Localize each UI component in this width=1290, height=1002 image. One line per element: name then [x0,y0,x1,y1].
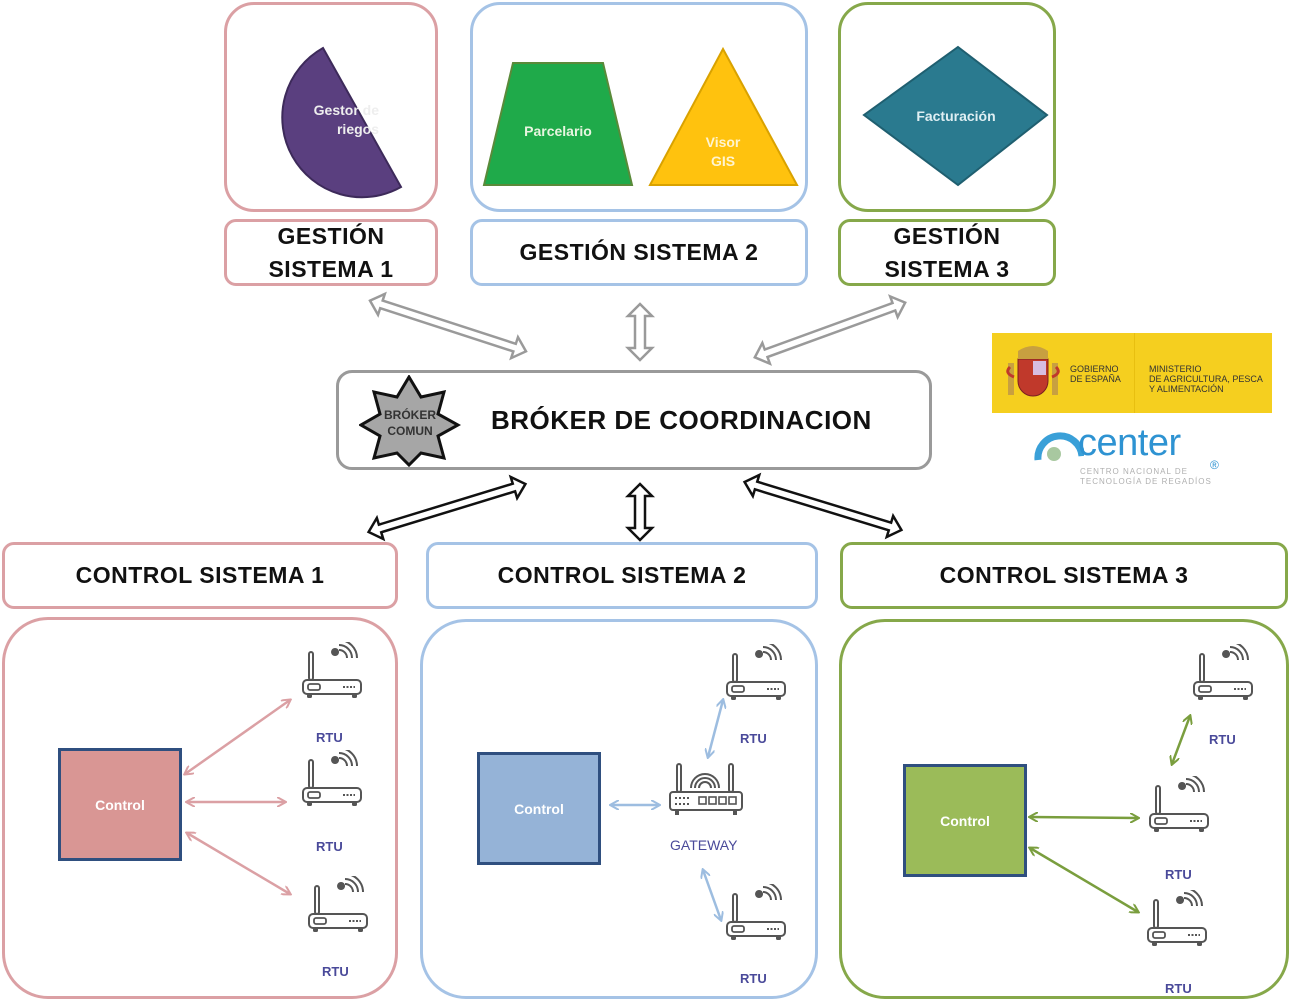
ministry-line3: Y ALIMENTACIÓN [1149,384,1224,394]
title-line1: GESTIÓN [277,222,385,249]
gestor-riegos-label: Gestor de riegos [289,101,379,139]
title-line2: SISTEMA 3 [884,255,1010,282]
rtu-icon [308,876,368,933]
link-rtu-rtu [1172,716,1190,764]
link-control-rtu-3 [1030,848,1138,912]
management-panel-3: Facturación [838,2,1056,212]
link-control-rtu-3 [187,833,290,894]
control-1-links [5,642,368,933]
parcelario-label: Parcelario [524,123,592,139]
rtu-icon [1147,890,1207,947]
coat-of-arms-icon [1006,346,1060,397]
control-box-2: Control [477,752,601,865]
rtu-icon [726,884,786,941]
gov-line2: DE ESPAÑA [1070,374,1121,384]
center-sub2: TECNOLOGÍA DE REGADÍOS [1080,477,1212,486]
control-box-3: Control [903,764,1027,877]
control-title-2: CONTROL SISTEMA 2 [426,542,818,609]
rtu-label: RTU [322,964,349,979]
management-panel-2: Parcelario Visor GIS [470,2,808,212]
gestor-label-line2: riegos [336,121,379,137]
management-title-2: GESTIÓN SISTEMA 2 [470,219,808,286]
rtu-label: RTU [316,730,343,745]
title-text: CONTROL SISTEMA 1 [75,562,325,588]
management-2-shapes [482,46,799,186]
center-sub1: CENTRO NACIONAL DE [1080,467,1188,476]
gov-line1: GOBIERNO [1070,364,1119,374]
gestor-riegos-shape [281,46,403,199]
badge-line1: BRÓKER [383,408,436,422]
ministerio-text: MINISTERIO DE AGRICULTURA, PESCA Y ALIME… [1149,364,1263,394]
control-3-links [842,644,1253,947]
rtu-label: RTU [316,839,343,854]
arrow-broker-control-1 [366,474,528,542]
control-2-links [423,644,786,941]
visor-line1: Visor [705,134,741,150]
control-label: Control [514,800,564,817]
ministry-line2: DE AGRICULTURA, PESCA [1149,374,1263,384]
title-text: CONTROL SISTEMA 3 [939,562,1189,588]
rtu-label: RTU [1209,732,1236,747]
control-label: Control [95,796,145,813]
link-control-rtu-1 [185,700,290,774]
gobierno-text: GOBIERNO DE ESPAÑA [1070,364,1121,384]
visor-line2: GIS [710,153,736,169]
ministry-line1: MINISTERIO [1149,364,1202,374]
management-panel-1: Gestor de riegos [224,2,438,212]
logo-divider [1134,333,1135,413]
broker-badge-star [359,375,461,467]
control-label: Control [940,812,990,829]
control-title-3: CONTROL SISTEMA 3 [840,542,1288,609]
control-panel-2: Control RTU GATEWAY RTU [420,619,818,999]
control-panel-1: Control RTU RTU RTU [2,617,398,999]
management-title-3: GESTIÓN SISTEMA 3 [838,219,1056,286]
badge-line2: COMUN [387,424,433,438]
gestor-label-line1: Gestor de [313,102,379,118]
rtu-icon [1149,776,1209,833]
arrow-broker-control-2 [624,482,656,542]
center-name: center [1078,422,1181,464]
title-line2: SISTEMA 1 [268,255,394,282]
center-subtitle: CENTRO NACIONAL DE TECNOLOGÍA DE REGADÍO… [1080,467,1212,487]
visor-gis-shape [648,46,799,186]
arrow-broker-mgmt-1 [368,291,528,361]
center-logo: center ® CENTRO NACIONAL DE TECNOLOGÍA D… [1034,422,1234,490]
control-box-1: Control [58,748,182,861]
rtu-icon [726,644,786,701]
arrow-broker-mgmt-2 [624,302,656,362]
visor-gis-label: Visor GIS [683,133,763,171]
broker-badge-label: BRÓKER COMUN [369,407,451,439]
rtu-icon [302,642,362,699]
gateway-icon [669,763,743,816]
registered-mark: ® [1210,458,1219,472]
rtu-label: RTU [1165,981,1192,996]
management-title-1: GESTIÓN SISTEMA 1 [224,219,438,286]
title-text: GESTIÓN SISTEMA 2 [519,239,759,265]
title-line1: GESTIÓN [893,222,1001,249]
arrow-broker-mgmt-3 [753,294,907,366]
center-logo-mark [1034,432,1084,461]
link-control-rtu-2 [1030,817,1138,818]
rtu-label: RTU [740,971,767,986]
control-panel-3: Control RTU RTU RTU [839,619,1289,999]
gateway-label: GATEWAY [670,837,738,853]
parcelario-shape [482,62,634,186]
rtu-icon [302,750,362,807]
rtu-label: RTU [740,731,767,746]
link-gateway-rtu-1 [708,700,723,757]
rtu-label: RTU [1165,867,1192,882]
control-title-1: CONTROL SISTEMA 1 [2,542,398,609]
facturacion-shape [862,45,1049,187]
link-gateway-rtu-2 [703,870,721,920]
gobierno-logo: GOBIERNO DE ESPAÑA MINISTERIO DE AGRICUL… [992,333,1272,413]
broker-title: BRÓKER DE COORDINACION [491,405,872,435]
broker-box: BRÓKER COMUN BRÓKER DE COORDINACION [336,370,932,470]
rtu-icon [1193,644,1253,701]
arrow-broker-control-3 [742,472,904,540]
title-text: CONTROL SISTEMA 2 [497,562,747,588]
facturacion-label: Facturación [916,108,996,124]
